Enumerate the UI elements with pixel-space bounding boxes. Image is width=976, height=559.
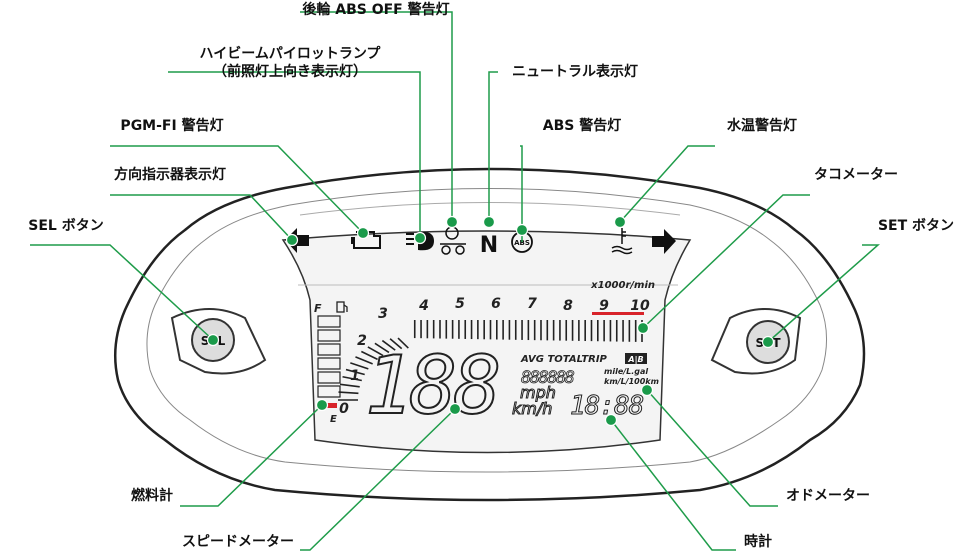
label-clock: 時計	[744, 534, 772, 550]
label-high-beam-sub: （前照灯上向き表示灯）	[213, 64, 367, 80]
info-header: AVG TOTALTRIP	[520, 354, 608, 365]
label-odometer: オドメーター	[786, 488, 870, 504]
label-tachometer: タコメーター	[814, 167, 898, 183]
fuel-level-red	[321, 403, 337, 408]
tach-label-2: 2	[357, 333, 367, 349]
fuel-segment	[317, 385, 341, 398]
fuel-segment	[317, 371, 341, 384]
water-temp-icon	[611, 228, 633, 255]
fuel-segment	[317, 343, 341, 356]
label-neutral: ニュートラル表示灯	[512, 64, 638, 80]
svg-text:ABS: ABS	[514, 239, 530, 247]
tach-segment	[350, 362, 369, 370]
neutral-icon: N	[480, 233, 498, 258]
tach-label-3: 3	[378, 306, 388, 322]
label-water-temp: 水温警告灯	[727, 118, 797, 134]
label-fuel-gauge: 燃料計	[131, 488, 173, 504]
label-high-beam: ハイビームパイロットランプ	[199, 46, 381, 62]
unit-km: km/L/100km	[604, 377, 659, 386]
tach-label-4: 4	[418, 298, 429, 314]
label-turn-signal: 方向指示器表示灯	[114, 167, 226, 183]
label-rear-abs-off: 後輪 ABS OFF 警告灯	[302, 2, 450, 18]
tach-segment	[381, 339, 396, 351]
set-button-pod	[710, 308, 802, 375]
tach-segment	[338, 391, 359, 395]
tach-segment	[339, 383, 360, 388]
odo-digits: 888888	[521, 368, 575, 388]
label-speedometer: スピードメーター	[182, 534, 294, 550]
tach-segment	[342, 375, 362, 382]
fuel-pump-icon	[336, 301, 348, 313]
tach-label-7: 7	[527, 296, 537, 312]
fuel-gauge-bars	[317, 315, 341, 408]
tach-label-9: 9	[599, 298, 609, 314]
tach-segment	[345, 368, 365, 376]
tach-segment	[397, 337, 409, 349]
tach-unit: x1000r/min	[590, 280, 655, 291]
tach-label-0: 0	[339, 401, 349, 417]
label-abs: ABS 警告灯	[542, 118, 622, 134]
tach-label-6: 6	[491, 296, 501, 312]
tach-segment	[367, 346, 384, 357]
label-set-button: SET ボタン	[877, 218, 955, 234]
tach-label-10: 10	[630, 298, 650, 314]
leader-dots	[206, 215, 775, 427]
fuel-full-mark: F	[314, 302, 322, 315]
tach-segment	[360, 350, 378, 361]
speed-unit-kmh: km/h	[512, 399, 552, 418]
unit-mile: mile/L.gal	[604, 367, 648, 376]
lcd-screen	[281, 230, 692, 454]
tach-label-1: 1	[350, 368, 360, 384]
fuel-empty-mark: E	[330, 414, 337, 425]
trip-ab-box	[625, 353, 647, 364]
tach-segment	[389, 338, 403, 350]
trip-ab-text: A|B	[627, 355, 643, 364]
label-sel-button: SEL ボタン	[28, 218, 104, 234]
fuel-segment	[317, 329, 341, 342]
speed-digits: 188	[365, 339, 498, 432]
tach-label-8: 8	[563, 298, 573, 314]
tach-label-5: 5	[455, 296, 465, 312]
fuel-segment	[317, 357, 341, 370]
leader-lines	[30, 11, 880, 551]
label-pgm-fi: PGM-FI 警告灯	[120, 118, 224, 134]
tach-bar-graph	[338, 320, 643, 401]
tach-segment	[355, 356, 373, 365]
tach-segment	[374, 342, 390, 354]
sel-button-pod	[170, 308, 267, 375]
fuel-segment	[317, 315, 341, 328]
right-turn-arrow-icon	[652, 229, 676, 254]
tach-red-zone	[592, 312, 644, 315]
speed-unit-mph: mph	[520, 383, 556, 402]
dash-window-line	[299, 202, 681, 216]
dash-inner-bezel	[146, 188, 828, 473]
dash-outer-bezel	[113, 167, 866, 502]
